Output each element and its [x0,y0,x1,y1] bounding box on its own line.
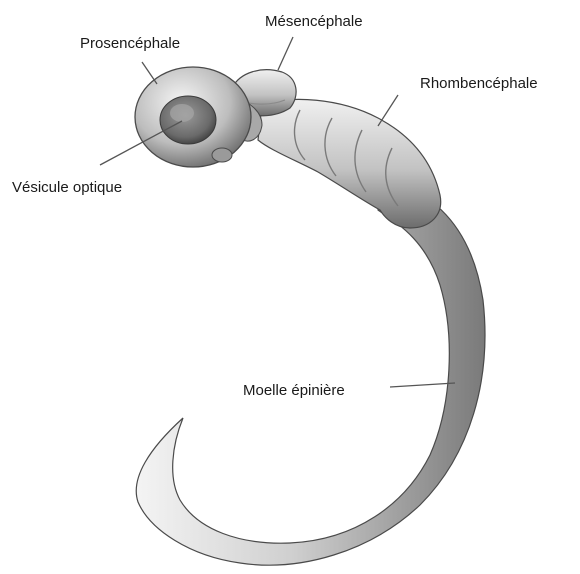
label-prosencephale: Prosencéphale [80,36,180,51]
label-moelle-epiniere: Moelle épinière [243,383,345,398]
spinal-cord-shape [136,180,485,565]
rhombencephale-shape [258,99,441,228]
leader-moelle-epiniere [390,383,455,387]
leader-prosencephale [142,62,157,84]
bud-shape [212,148,232,162]
leader-mesencephale [278,37,293,70]
leader-rhombencephale [378,95,398,126]
label-rhombencephale: Rhombencéphale [420,76,538,91]
label-vesicule-optique: Vésicule optique [12,180,122,195]
label-mesencephale: Mésencéphale [265,14,363,29]
